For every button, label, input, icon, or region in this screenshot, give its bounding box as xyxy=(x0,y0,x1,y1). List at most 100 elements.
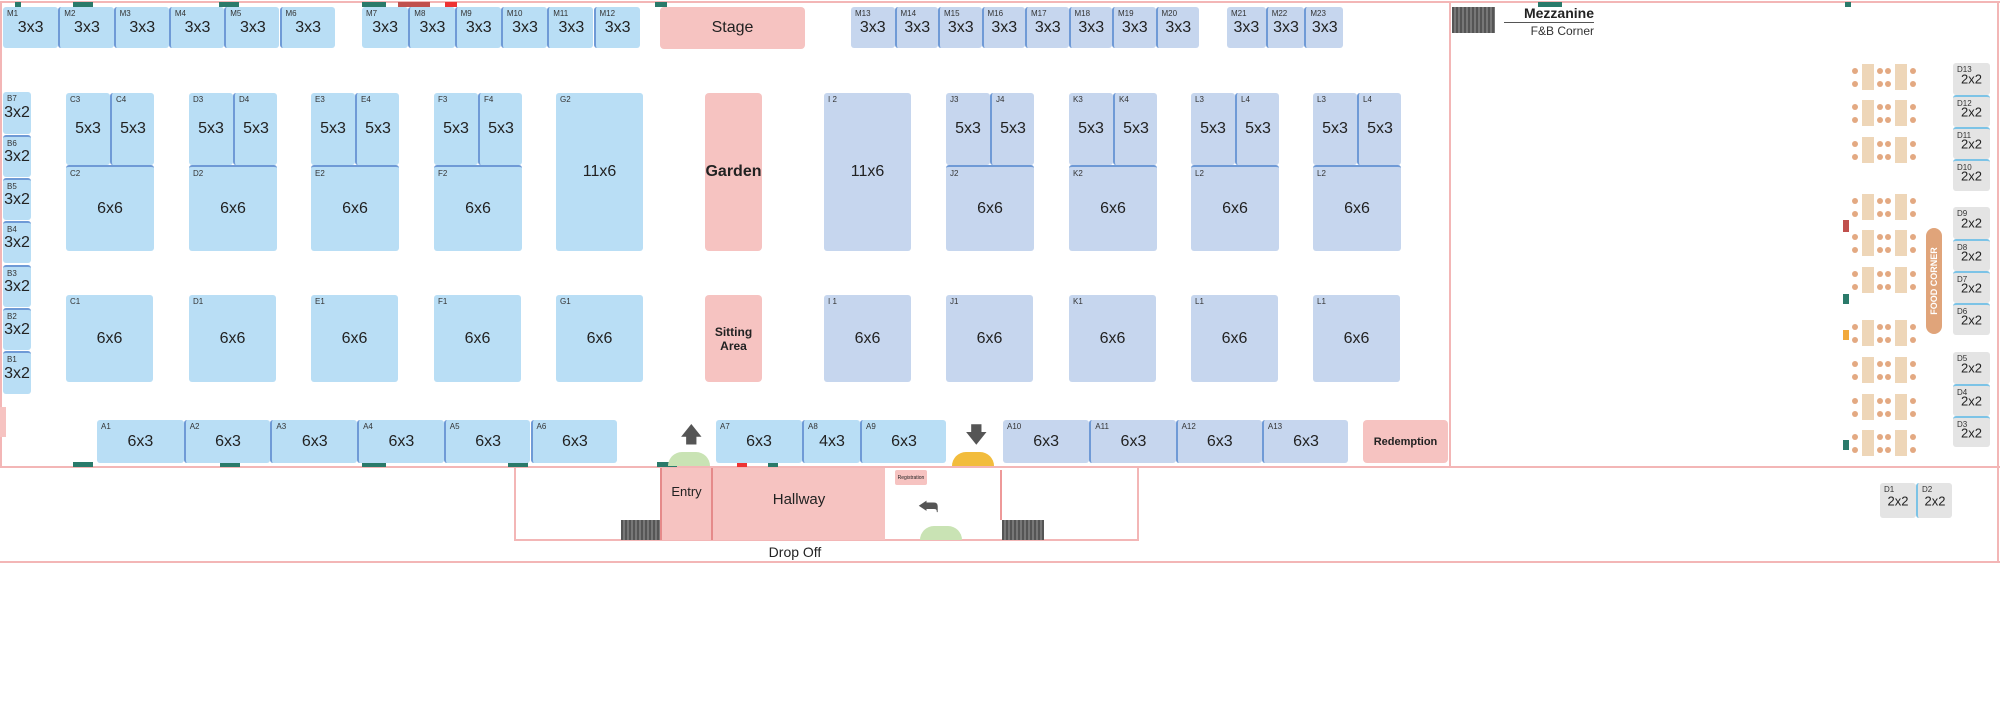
chair xyxy=(1885,324,1891,330)
booth-id: K3 xyxy=(1073,95,1083,104)
booth-id: E2 xyxy=(315,169,325,178)
booth-id: B5 xyxy=(7,182,17,191)
door-marker xyxy=(737,462,747,467)
booth-size: 6x3 xyxy=(1033,432,1060,450)
chair xyxy=(1852,337,1858,343)
booth-id: D2 xyxy=(193,169,204,178)
